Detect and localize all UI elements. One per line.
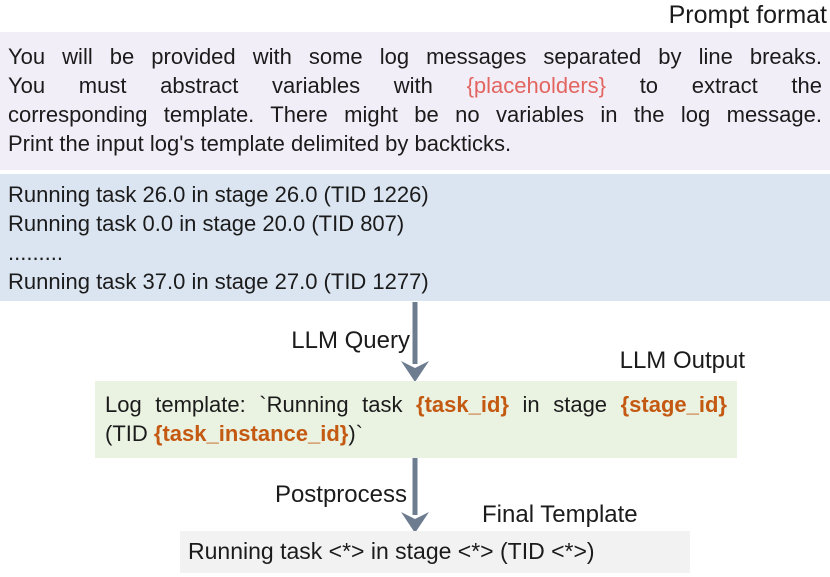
output-line-text: in stage xyxy=(522,392,608,417)
down-arrow-icon xyxy=(401,458,429,533)
prompt-line: Print the input log's template delimited… xyxy=(8,131,512,156)
prompt-line-text: You must abstract variables with xyxy=(8,73,433,98)
prompt-box: You will be provided with some log messa… xyxy=(0,32,830,170)
llm-output-box: Log template: `Running task {task_id} in… xyxy=(95,381,737,458)
down-arrow-icon xyxy=(401,302,429,382)
output-line-text: Log template: `Running task xyxy=(105,392,403,417)
prompt-format-label: Prompt format xyxy=(668,1,827,29)
final-template-box: Running task <*> in stage <*> (TID <*>) xyxy=(180,531,690,573)
output-line-text: (TID xyxy=(105,421,148,446)
log-ellipsis: ......... xyxy=(8,240,64,265)
log-line: Running task 37.0 in stage 27.0 (TID 127… xyxy=(8,269,429,294)
prompt-line: corresponding template. There might be n… xyxy=(8,102,822,127)
task-id-placeholder: {task_id} xyxy=(416,392,509,417)
log-messages-box: Running task 26.0 in stage 26.0 (TID 122… xyxy=(0,174,830,301)
llm-query-label: LLM Query xyxy=(291,327,410,354)
prompt-line: You will be provided with some log messa… xyxy=(8,44,822,69)
output-line: Log template: `Running task {task_id} in… xyxy=(105,390,727,419)
postprocess-label: Postprocess xyxy=(274,481,407,508)
final-template-label: Final Template xyxy=(482,501,638,528)
placeholders-highlight: {placeholders} xyxy=(466,73,607,98)
prompt-line: You must abstract variables with {placeh… xyxy=(8,71,822,100)
log-line: Running task 26.0 in stage 26.0 (TID 122… xyxy=(8,182,429,207)
stage-id-placeholder: {stage_id} xyxy=(620,392,727,417)
log-line: Running task 0.0 in stage 20.0 (TID 807) xyxy=(8,211,405,236)
output-line-text: )` xyxy=(348,421,363,446)
output-line: (TID {task_instance_id})` xyxy=(105,419,727,448)
prompt-line-text: to extract the xyxy=(639,73,822,98)
llm-output-label: LLM Output xyxy=(619,347,745,374)
task-instance-id-placeholder: {task_instance_id} xyxy=(153,421,349,446)
